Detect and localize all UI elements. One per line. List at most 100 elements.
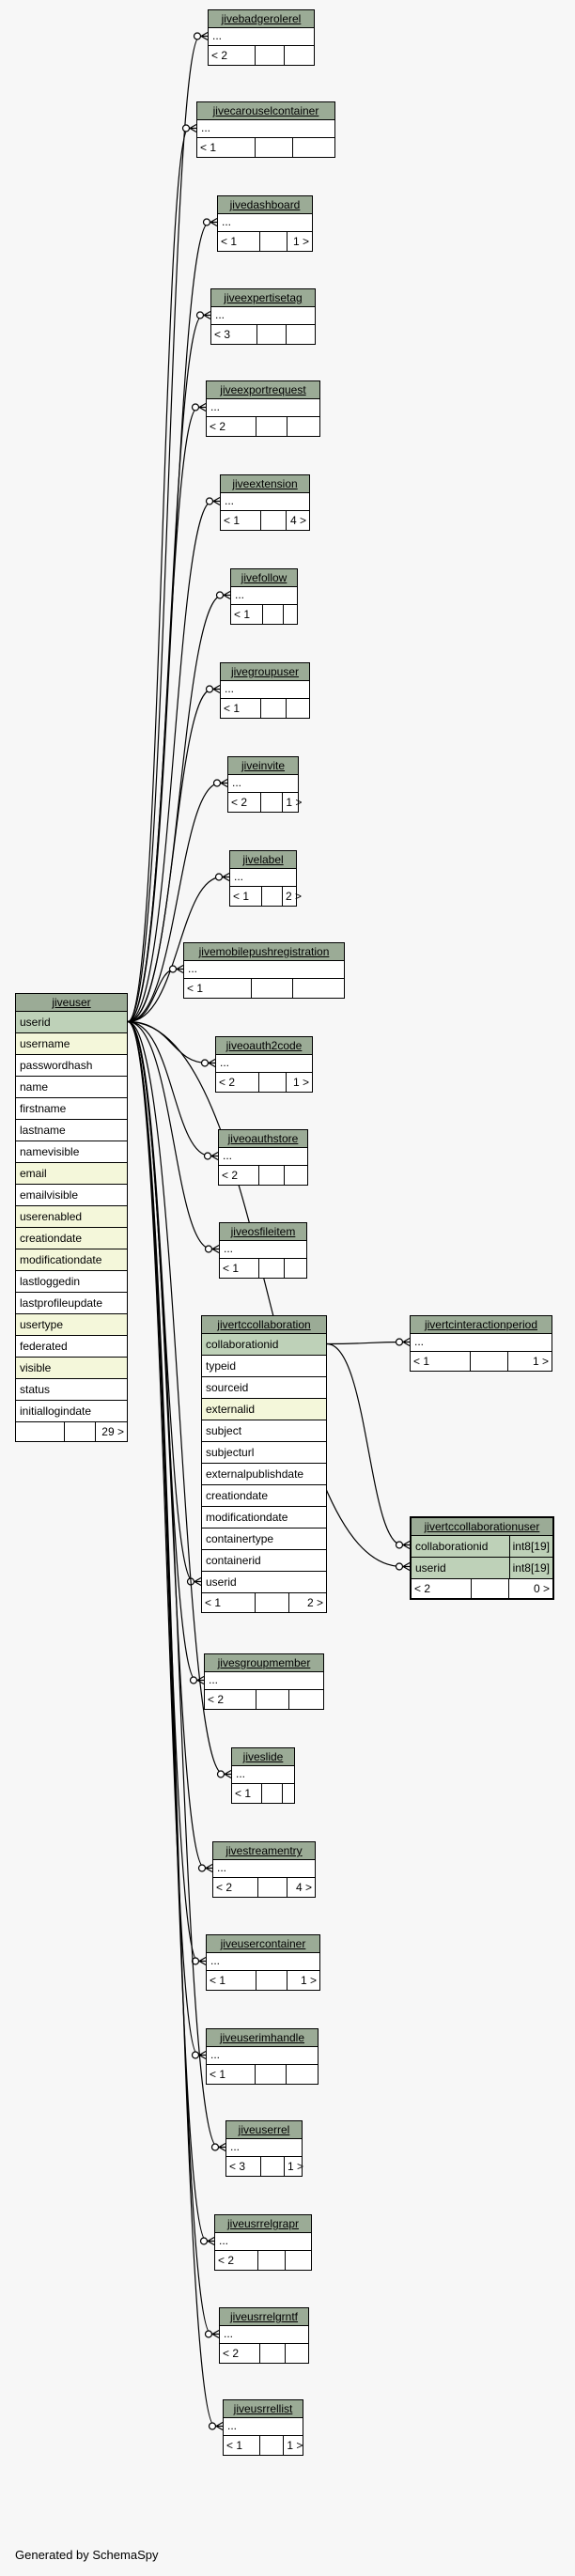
table-name[interactable]: jivesgroupmember bbox=[205, 1654, 323, 1672]
table-name[interactable]: jiveusercontainer bbox=[207, 1935, 319, 1953]
table-name[interactable]: jivecarouselcontainer bbox=[197, 102, 334, 120]
parent-count[interactable]: < 1 bbox=[220, 1259, 259, 1278]
table-name[interactable]: jivegroupuser bbox=[221, 663, 309, 681]
table-jivemobilepushregistration[interactable]: jivemobilepushregistration...< 1 bbox=[183, 942, 345, 999]
child-count[interactable]: 1 > bbox=[300, 1974, 317, 1987]
parent-count[interactable]: < 1 bbox=[221, 699, 261, 718]
parent-count[interactable]: < 1 bbox=[202, 1593, 256, 1612]
table-jiveslide[interactable]: jiveslide...< 1 bbox=[231, 1747, 295, 1804]
child-count[interactable] bbox=[293, 979, 344, 998]
table-name[interactable]: jiveusrrelgrapr bbox=[215, 2215, 311, 2233]
table-jiveexpertisetag[interactable]: jiveexpertisetag...< 3 bbox=[210, 288, 316, 345]
parent-count[interactable]: < 1 bbox=[207, 2065, 256, 2084]
child-count[interactable]: 2 > bbox=[306, 1596, 323, 1609]
parent-count[interactable] bbox=[16, 1422, 65, 1441]
child-count[interactable]: 1 > bbox=[532, 1355, 549, 1368]
child-count[interactable]: 4 > bbox=[289, 514, 306, 527]
child-count[interactable]: 1 > bbox=[287, 2439, 303, 2452]
parent-count[interactable]: < 2 bbox=[219, 1166, 259, 1185]
parent-count[interactable]: < 1 bbox=[221, 511, 261, 530]
table-name[interactable]: jiveoauthstore bbox=[219, 1130, 307, 1148]
parent-count[interactable]: < 2 bbox=[213, 1878, 259, 1897]
parent-count[interactable]: < 1 bbox=[197, 138, 256, 157]
table-name[interactable]: jiveusrrellist bbox=[224, 2400, 303, 2418]
child-count[interactable] bbox=[283, 1784, 294, 1803]
child-count[interactable] bbox=[286, 2251, 311, 2270]
parent-count[interactable]: < 2 bbox=[228, 793, 262, 812]
child-count[interactable]: 1 > bbox=[292, 1076, 309, 1089]
table-jivefollow[interactable]: jivefollow...< 1 bbox=[230, 568, 298, 625]
child-count[interactable] bbox=[287, 699, 309, 718]
child-count[interactable] bbox=[285, 1259, 306, 1278]
parent-count[interactable]: < 2 bbox=[412, 1579, 472, 1598]
parent-count[interactable]: < 1 bbox=[224, 2436, 260, 2455]
parent-count[interactable]: < 2 bbox=[220, 2344, 260, 2363]
table-jiveusrrelgrapr[interactable]: jiveusrrelgrapr...< 2 bbox=[214, 2214, 312, 2271]
table-name[interactable]: jiveextension bbox=[221, 475, 309, 493]
table-jiveoauthstore[interactable]: jiveoauthstore...< 2 bbox=[218, 1129, 308, 1186]
table-jiveuserimhandle[interactable]: jiveuserimhandle...< 1 bbox=[206, 2028, 319, 2085]
table-name[interactable]: jiveexportrequest bbox=[207, 381, 319, 399]
child-count[interactable]: 29 > bbox=[101, 1425, 124, 1438]
child-count[interactable]: 2 > bbox=[285, 890, 302, 903]
table-name[interactable]: jiveexpertisetag bbox=[211, 289, 315, 307]
parent-count[interactable]: < 3 bbox=[211, 325, 257, 344]
child-count[interactable]: 1 > bbox=[286, 796, 303, 809]
child-count[interactable]: 1 > bbox=[287, 2160, 303, 2173]
child-count[interactable] bbox=[286, 2344, 308, 2363]
child-count[interactable] bbox=[285, 1166, 307, 1185]
table-name[interactable]: jiveslide bbox=[232, 1748, 294, 1766]
parent-count[interactable]: < 3 bbox=[226, 2157, 262, 2176]
child-count[interactable]: 1 > bbox=[292, 235, 309, 248]
parent-count[interactable]: < 2 bbox=[209, 46, 256, 65]
parent-count[interactable]: < 1 bbox=[184, 979, 252, 998]
parent-count[interactable]: < 2 bbox=[215, 2251, 258, 2270]
child-count[interactable] bbox=[287, 325, 315, 344]
table-name[interactable]: jivemobilepushregistration bbox=[184, 943, 344, 961]
parent-count[interactable]: < 2 bbox=[207, 417, 256, 436]
table-name[interactable]: jiveoauth2code bbox=[216, 1037, 312, 1055]
child-count[interactable] bbox=[284, 605, 297, 624]
table-name[interactable]: jivefollow bbox=[231, 569, 297, 587]
child-count[interactable] bbox=[289, 1690, 323, 1709]
parent-count[interactable]: < 1 bbox=[218, 232, 260, 251]
parent-count[interactable]: < 1 bbox=[231, 605, 263, 624]
table-name[interactable]: jivestreamentry bbox=[213, 1842, 315, 1860]
table-jivesgroupmember[interactable]: jivesgroupmember...< 2 bbox=[204, 1653, 324, 1710]
child-count[interactable] bbox=[288, 417, 319, 436]
table-name[interactable]: jivertccollaborationuser bbox=[412, 1518, 552, 1536]
child-count[interactable]: 4 > bbox=[295, 1881, 312, 1894]
table-name[interactable]: jiveosfileitem bbox=[220, 1223, 306, 1241]
table-name[interactable]: jiveuser bbox=[16, 994, 127, 1012]
table-name[interactable]: jivertcinteractionperiod bbox=[411, 1316, 552, 1334]
table-jivegroupuser[interactable]: jivegroupuser...< 1 bbox=[220, 662, 310, 719]
parent-count[interactable]: < 2 bbox=[205, 1690, 256, 1709]
table-name[interactable]: jivebadgerolerel bbox=[209, 10, 314, 28]
child-count[interactable] bbox=[293, 138, 334, 157]
table-name[interactable]: jivelabel bbox=[230, 851, 296, 869]
table-jiveexportrequest[interactable]: jiveexportrequest...< 2 bbox=[206, 380, 320, 437]
table-jiveosfileitem[interactable]: jiveosfileitem...< 1 bbox=[219, 1222, 307, 1279]
table-jiveusrrelgrntf[interactable]: jiveusrrelgrntf...< 2 bbox=[219, 2307, 309, 2364]
table-jivecarouselcontainer[interactable]: jivecarouselcontainer...< 1 bbox=[196, 101, 335, 158]
child-count[interactable] bbox=[287, 2065, 318, 2084]
parent-count[interactable]: < 1 bbox=[230, 887, 262, 906]
parent-count[interactable]: < 2 bbox=[216, 1073, 259, 1092]
table-name[interactable]: jiveuserimhandle bbox=[207, 2029, 318, 2047]
parent-count[interactable]: < 1 bbox=[232, 1784, 263, 1803]
table-name[interactable]: jiveusrrelgrntf bbox=[220, 2308, 308, 2326]
parent-count[interactable]: < 1 bbox=[207, 1971, 256, 1990]
